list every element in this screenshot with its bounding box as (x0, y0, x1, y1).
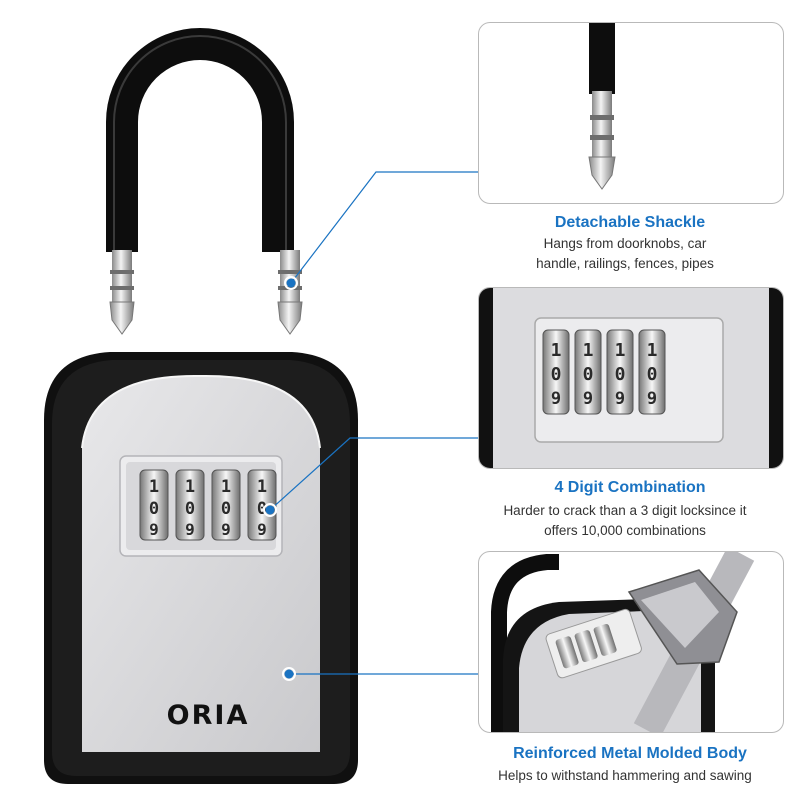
svg-text:9: 9 (221, 520, 231, 539)
svg-text:0: 0 (149, 499, 159, 519)
feature-desc-shackle: Hangs from doorknobs, car handle, railin… (536, 236, 714, 271)
svg-text:9: 9 (149, 520, 159, 539)
svg-text:9: 9 (647, 389, 657, 409)
detail-dial-digits: 1 1 1 1 0 0 0 0 9 9 9 9 (551, 340, 658, 409)
svg-text:1: 1 (257, 477, 267, 497)
svg-text:1: 1 (551, 340, 562, 361)
svg-text:9: 9 (551, 389, 561, 409)
shackle-pin-left (109, 250, 135, 335)
brand-logo: ORIA (166, 700, 250, 731)
svg-text:0: 0 (583, 364, 594, 385)
dial-wheels (139, 469, 277, 541)
svg-text:9: 9 (583, 389, 593, 409)
shackle (106, 28, 303, 335)
svg-text:1: 1 (221, 477, 231, 497)
panel-shackle-detail (478, 22, 784, 204)
svg-text:9: 9 (615, 389, 625, 409)
feature-desc-combination: Harder to crack than a 3 digit locksince… (503, 503, 747, 538)
svg-text:0: 0 (551, 364, 562, 385)
svg-text:9: 9 (185, 520, 195, 539)
panel-dial-detail: 1 1 1 1 0 0 0 0 9 9 9 9 (478, 287, 784, 469)
feature-title-shackle: Detachable Shackle (554, 214, 706, 231)
feature-title-body: Reinforced Metal Molded Body (513, 745, 747, 762)
svg-text:1: 1 (149, 477, 159, 497)
svg-text:1: 1 (647, 340, 658, 361)
hammer-icon (627, 552, 755, 732)
feature-title-combination: 4 Digit Combination (554, 479, 706, 496)
svg-text:0: 0 (221, 499, 231, 519)
panel-body-detail (478, 551, 784, 733)
dial-digits: 1 1 1 1 0 0 0 0 9 9 9 9 (149, 477, 267, 539)
callout-lines (269, 171, 505, 675)
svg-text:0: 0 (185, 499, 195, 519)
shackle-pin-right (277, 250, 303, 335)
svg-text:1: 1 (185, 477, 195, 497)
svg-text:0: 0 (257, 499, 267, 519)
combination-dial: 1 1 1 1 0 0 0 0 9 9 9 9 (119, 455, 283, 557)
feature-desc-body: Helps to withstand hammering and sawing (498, 768, 752, 783)
svg-text:9: 9 (257, 520, 267, 539)
svg-text:1: 1 (615, 340, 626, 361)
svg-text:0: 0 (615, 364, 626, 385)
svg-text:0: 0 (647, 364, 658, 385)
svg-text:1: 1 (583, 340, 594, 361)
